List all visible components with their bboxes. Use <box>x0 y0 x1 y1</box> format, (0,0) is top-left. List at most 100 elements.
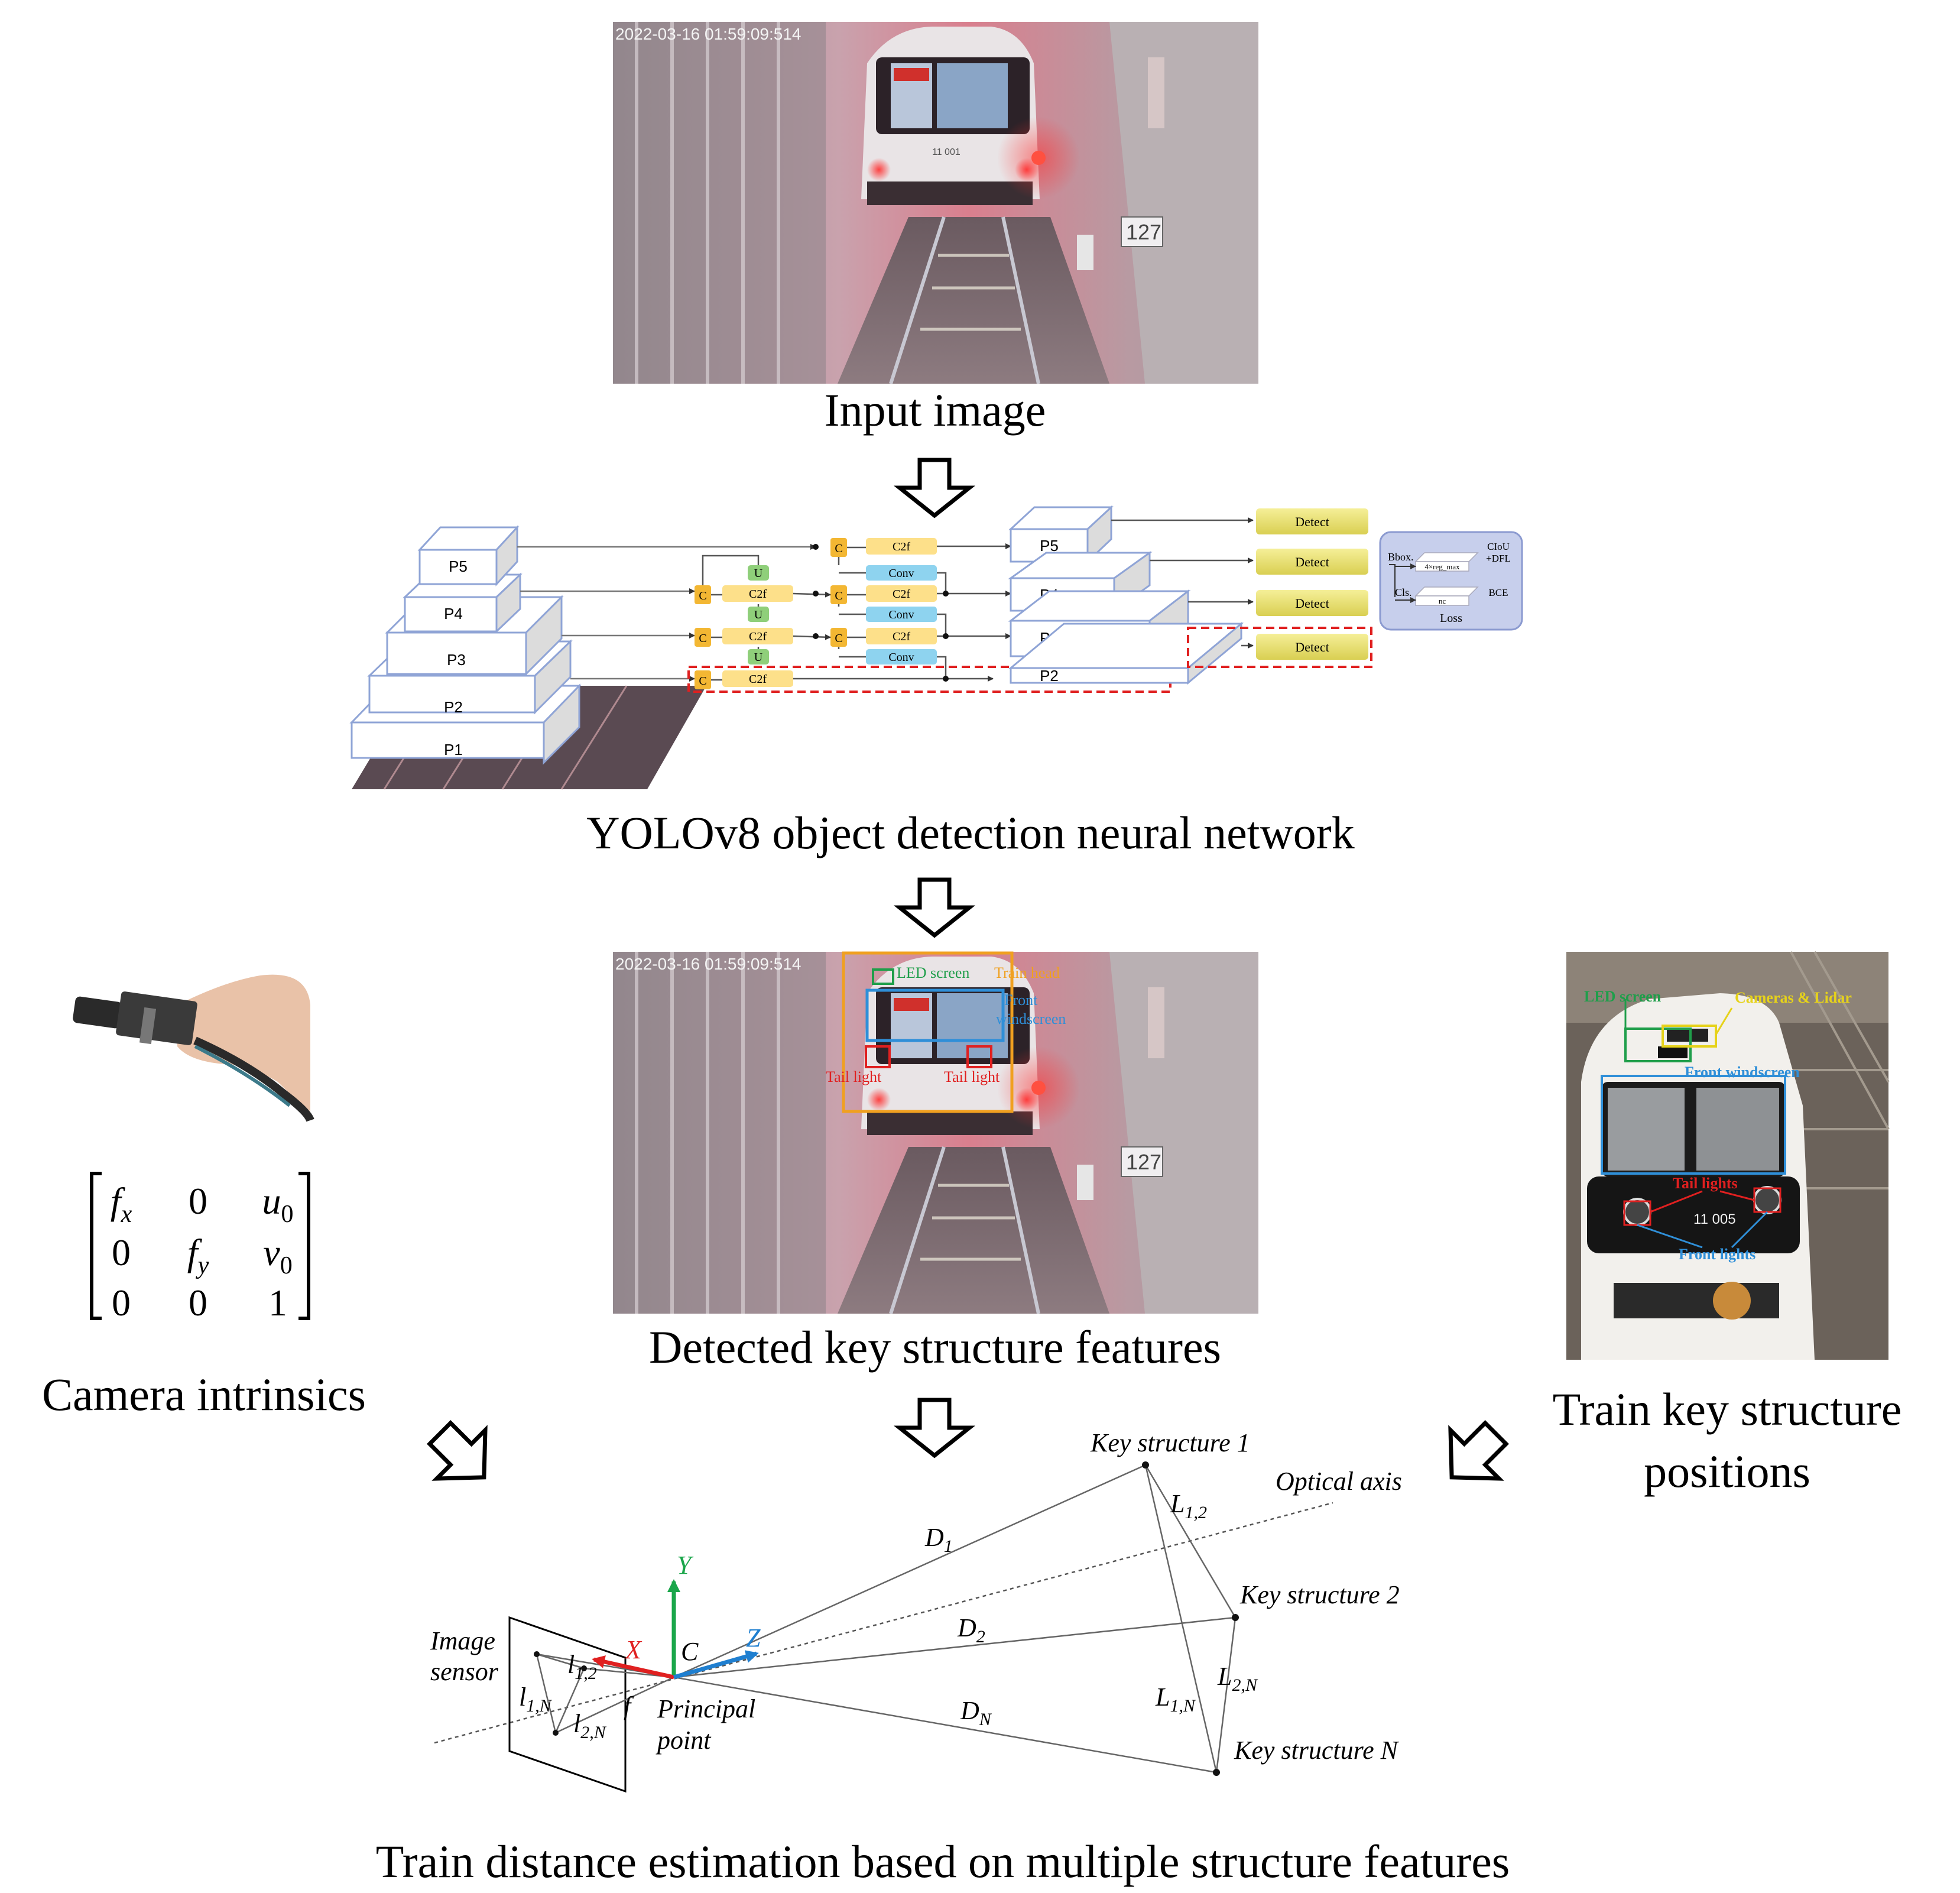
label-image-sensor-1: Image <box>430 1626 495 1655</box>
label-l12: l <box>567 1650 575 1679</box>
label-train-head: Train head <box>994 964 1060 981</box>
input-image: 2022-03-16 01:59:09:514 127 11 001 <box>613 22 1258 384</box>
label-led-screen: LED screen <box>897 964 969 981</box>
matrix-cell: u0 <box>262 1180 294 1228</box>
train-label-tail-lights: Tail lights <box>1673 1175 1738 1192</box>
label-dn-sub: N <box>979 1710 992 1729</box>
label-focal: f <box>624 1691 634 1720</box>
detect-head-2: Detect <box>1295 555 1329 569</box>
input-platform-number: 127 <box>1126 220 1161 244</box>
neck-concat-3: C <box>699 675 706 688</box>
neck-outputs: P5 P4 P3 P2 <box>1008 505 1372 685</box>
bbox-front-windscreen <box>865 988 1005 1042</box>
detect-heads: Detect Detect Detect Detect <box>1256 508 1368 660</box>
svg-text:l1,N: l1,N <box>519 1683 553 1716</box>
matrix-cell: 0 <box>189 1180 207 1222</box>
label-dn: D <box>960 1696 979 1725</box>
caption-network: YOLOv8 object detection neural network <box>586 807 1355 858</box>
loss-reg-label: 4×reg_max <box>1424 562 1460 571</box>
label-axis-z: Z <box>746 1623 761 1652</box>
train-label-front-lights: Front lights <box>1679 1246 1755 1263</box>
neck-conv-1: Conv <box>888 567 914 580</box>
label-optical-axis: Optical axis <box>1276 1467 1402 1496</box>
pyramid-label-p5: P5 <box>449 557 468 575</box>
neck-upsample-2: U <box>754 608 763 621</box>
label-L2N: L <box>1217 1662 1232 1691</box>
label-L12-sub: 1,2 <box>1185 1503 1207 1522</box>
matrix-cell: 0 <box>112 1282 131 1324</box>
svg-text:D2: D2 <box>957 1613 985 1646</box>
matrix-cell: 0 <box>189 1282 207 1324</box>
loss-bce-label: BCE <box>1488 587 1508 598</box>
flow-arrow-left <box>427 1420 488 1481</box>
neck-c2f-left-3: C2f <box>749 673 767 686</box>
flow-arrow-3 <box>893 1398 976 1458</box>
train-label-led: LED screen <box>1584 988 1662 1005</box>
label-d2: D <box>957 1613 976 1642</box>
label-key-structure-2: Key structure 2 <box>1239 1580 1400 1609</box>
label-l1N-sub: 1,N <box>526 1696 553 1716</box>
matrix-cell: fx <box>111 1180 132 1228</box>
input-train-number: 11 001 <box>932 147 960 157</box>
label-l2N: l <box>573 1709 580 1738</box>
train-label-cameras: Cameras & Lidar <box>1735 989 1852 1006</box>
label-d1: D <box>924 1523 944 1552</box>
neck-c2f-right-3: C2f <box>893 630 910 643</box>
flow-arrow-2 <box>893 877 976 938</box>
svg-text:L2,N: L2,N <box>1217 1662 1258 1695</box>
label-L1N: L <box>1155 1683 1170 1712</box>
label-axis-y: Y <box>677 1551 694 1580</box>
caption-detected: Detected key structure features <box>649 1321 1221 1373</box>
label-front-windscreen-1: Front <box>1004 991 1038 1009</box>
bbox-tail-light-right <box>966 1045 992 1068</box>
pyramid-label-p3: P3 <box>447 651 466 669</box>
camera-photo <box>73 974 314 1122</box>
label-d2-sub: 2 <box>976 1627 985 1646</box>
pyramid-label-p1: P1 <box>444 741 463 759</box>
output-label-p2: P2 <box>1040 667 1059 685</box>
backbone-pyramid: P1 P2 P3 P4 P5 <box>349 525 706 790</box>
label-tail-light-left: Tail light <box>826 1068 882 1085</box>
label-key-structure-n: Key structure N <box>1234 1736 1400 1765</box>
neck-conv-3: Conv <box>888 651 914 664</box>
pyramid-label-p4: P4 <box>444 605 463 623</box>
flow-arrow-1 <box>893 458 976 518</box>
loss-nc-label: nc <box>1439 597 1446 605</box>
neck-c2f-left-1: C2f <box>749 588 767 601</box>
pyramid-label-p2: P2 <box>444 698 463 716</box>
neck-c2f-right-1: C2f <box>893 540 910 553</box>
loss-cls-label: Cls. <box>1395 586 1412 598</box>
label-image-sensor-2: sensor <box>430 1657 499 1686</box>
matrix-cell: 1 <box>268 1282 287 1324</box>
svg-text:DN: DN <box>960 1696 992 1729</box>
neck-conv-2: Conv <box>888 608 914 621</box>
loss-ciou-label: CIoU <box>1487 541 1510 552</box>
train-photo: LED screen Cameras & Lidar Front windscr… <box>1566 951 1890 1360</box>
neck-c2f-right-2: C2f <box>893 588 910 601</box>
neck-upsample-3: U <box>754 651 763 664</box>
flow-arrow-right <box>1448 1420 1509 1481</box>
svg-text:l2,N: l2,N <box>573 1709 607 1742</box>
svg-text:L1,2: L1,2 <box>1170 1489 1207 1522</box>
loss-dfl-label: +DFL <box>1486 553 1511 564</box>
neck-concat-2: C <box>699 632 706 645</box>
label-L2N-sub: 2,N <box>1232 1675 1258 1695</box>
label-principal-2: point <box>656 1726 712 1755</box>
svg-text:L1,N: L1,N <box>1155 1683 1196 1716</box>
label-principal-1: Principal <box>657 1694 755 1723</box>
detected-image: 2022-03-16 01:59:09:514 127 LED screen T… <box>613 952 1258 1314</box>
caption-train-positions-1: Train key structure <box>1553 1383 1902 1435</box>
neck-c2f-left-2: C2f <box>749 630 767 643</box>
caption-train-positions-2: positions <box>1644 1445 1810 1497</box>
caption-input-image: Input image <box>825 384 1046 436</box>
geometry-diagram: Y X Z C f Key structure 1 Optical axis K… <box>430 1428 1402 1793</box>
neck: C C C C2f C2f C2f U U U <box>687 538 1172 693</box>
train-number: 11 005 <box>1693 1211 1736 1227</box>
neck-concat-5: C <box>835 589 842 602</box>
label-d1-sub: 1 <box>944 1537 953 1556</box>
bbox-led-screen <box>872 968 894 985</box>
loss-box: Bbox. Cls. 4×reg_max nc CIoU +DFL BCE Lo… <box>1379 531 1523 631</box>
detect-head-4: Detect <box>1295 640 1329 654</box>
yolo-network: P1 P2 P3 P4 P5 <box>349 505 1523 790</box>
svg-text:D1: D1 <box>924 1523 953 1556</box>
